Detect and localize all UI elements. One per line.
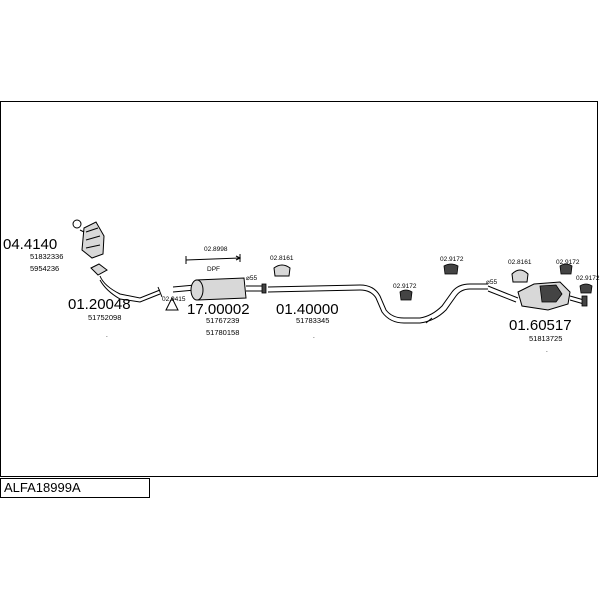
dpf-drawing <box>172 277 267 301</box>
catalyst-ref-2: 5954236 <box>30 264 59 273</box>
front-pipe-ref-1: 51752098 <box>88 313 121 322</box>
rubber-hanger-4 <box>511 269 529 283</box>
catalyst-drawing <box>72 219 105 259</box>
rubber-hanger-3 <box>443 263 459 275</box>
middle-pipe-number: 01.40000 <box>276 301 339 318</box>
rubber-hanger-6 <box>579 283 593 294</box>
middle-pipe-ref-1: 51783345 <box>296 316 329 325</box>
diagram-frame <box>0 101 598 477</box>
middle-pipe-drawing <box>267 283 488 324</box>
catalyst-flange <box>90 263 108 276</box>
front-pipe-drawing <box>99 275 163 303</box>
middle-pipe-dot: . <box>313 333 315 340</box>
rubber-5-label: 02.9172 <box>556 259 580 266</box>
gasket-1-label: 02.9415 <box>162 296 186 303</box>
front-pipe-number: 01.20048 <box>68 296 131 313</box>
catalyst-number: 04.4140 <box>3 236 57 253</box>
rear-silencer-number: 01.60517 <box>509 317 572 334</box>
rubber-1-label: 02.8161 <box>270 255 294 262</box>
rubber-hanger-5 <box>559 263 573 275</box>
dpf-ref-1: 51767239 <box>206 316 239 325</box>
gasket-drawing <box>165 296 179 311</box>
rubber-3-label: 02.9172 <box>440 256 464 263</box>
assembly-code-box: ALFA18999A <box>0 478 150 498</box>
rubber-hanger-1 <box>273 264 291 277</box>
rubber-6-label: 02.9172 <box>576 275 600 282</box>
rear-silencer-dot: . <box>546 347 548 354</box>
catalyst-ref-1: 51832336 <box>30 252 63 261</box>
rubber-4-label: 02.8161 <box>508 259 532 266</box>
rubber-hanger-2 <box>399 289 413 301</box>
dpf-number: 17.00002 <box>187 301 250 318</box>
rubber-2-label: 02.9172 <box>393 283 417 290</box>
rear-silencer-drawing <box>487 281 588 311</box>
front-pipe-dot: . <box>106 332 108 339</box>
dpf-tag: DPF <box>207 266 220 273</box>
diam-1-label: ⌀55 <box>246 275 258 282</box>
assembly-code: ALFA18999A <box>4 480 81 495</box>
clamp-1-label: 02.8998 <box>204 246 228 253</box>
rear-silencer-ref-1: 51813725 <box>529 334 562 343</box>
diam-2-label: ⌀55 <box>486 279 498 286</box>
dpf-ref-2: 51780158 <box>206 328 239 337</box>
clamp-drawing <box>185 254 242 264</box>
